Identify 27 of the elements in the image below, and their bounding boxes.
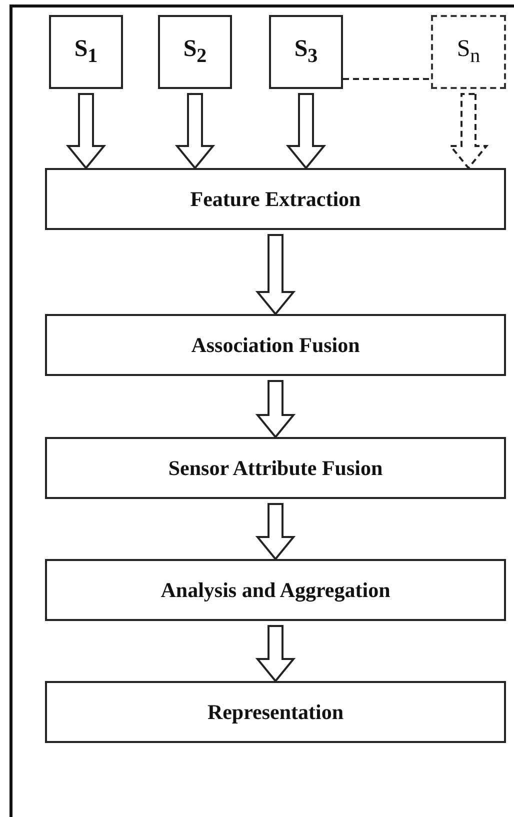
node-label: S$_{2}$	[183, 36, 207, 68]
arrow	[255, 380, 296, 439]
sensor-box	[49, 15, 123, 89]
node-label: Feature Extraction	[190, 186, 361, 212]
node-label: Association Fusion	[191, 332, 360, 358]
arrow	[66, 93, 106, 170]
arrow	[286, 93, 326, 170]
arrow	[255, 625, 296, 683]
sensor-box	[269, 15, 343, 89]
sensor-box	[431, 15, 506, 89]
node-label: S$_{1}$	[74, 36, 98, 68]
process-box	[45, 559, 506, 621]
process-box	[45, 681, 506, 743]
process-box	[45, 437, 506, 499]
process-box	[45, 168, 506, 230]
arrow	[174, 93, 216, 170]
process-box	[45, 314, 506, 376]
node-label: Sensor Attribute Fusion	[168, 456, 383, 480]
arrow	[255, 234, 296, 316]
node-label: S$_{n}$	[456, 36, 480, 68]
connector-line	[343, 78, 431, 80]
sensor-box	[158, 15, 232, 89]
node-label: Representation	[207, 700, 344, 724]
arrow	[448, 93, 489, 170]
arrow	[255, 503, 296, 561]
node-label: Analysis and Aggregation	[160, 578, 390, 602]
node-label: S$_{3}$	[294, 36, 318, 68]
